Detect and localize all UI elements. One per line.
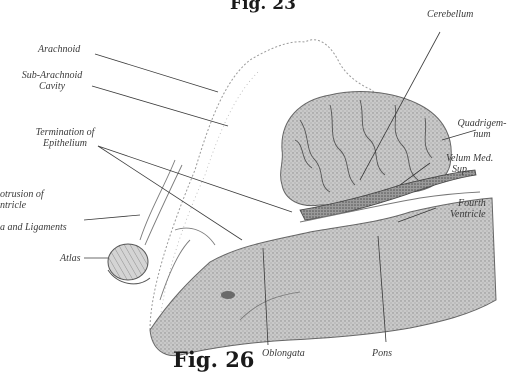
label-termination: Termination of Epithelium xyxy=(20,127,110,149)
label-termination-line1: Termination of xyxy=(20,127,110,138)
brainstem xyxy=(150,198,496,356)
label-sub-arachnoid-line2: Cavity xyxy=(7,81,97,92)
bottom-figure-caption: Fig. 26 xyxy=(173,347,254,372)
cerebellum-shape xyxy=(281,92,452,206)
label-velum: Velum Med. Sup. xyxy=(446,153,493,175)
label-cerebellum: Cerebellum xyxy=(427,9,473,20)
top-figure-caption: Fig. 23 xyxy=(230,0,296,14)
label-protrusion-line2: ntricle xyxy=(0,200,44,211)
label-quadrigeminum: Quadrigem- num xyxy=(452,118,512,140)
label-fourth-line2: Ventricle xyxy=(450,209,486,220)
label-atlas: Atlas xyxy=(60,253,81,264)
atlas-bone xyxy=(108,244,148,280)
label-termination-line2: Epithelium xyxy=(20,138,110,149)
label-fourth-ventricle: Fourth Ventricle xyxy=(450,198,486,220)
label-velum-line1: Velum Med. xyxy=(446,153,493,164)
label-velum-line2: Sup. xyxy=(446,164,493,175)
label-fourth-line1: Fourth xyxy=(450,198,486,209)
label-arachnoid: Arachnoid xyxy=(38,44,80,55)
label-protrusion: otrusion of ntricle xyxy=(0,189,44,211)
label-oblongata: Oblongata xyxy=(262,348,305,359)
oblongata-nucleus xyxy=(221,291,235,299)
label-sub-arachnoid: Sub-Arachnoid Cavity xyxy=(7,70,97,92)
label-pons: Pons xyxy=(372,348,392,359)
label-quadrigeminum-line1: Quadrigem- xyxy=(452,118,512,129)
label-protrusion-line1: otrusion of xyxy=(0,189,44,200)
label-quadrigeminum-line2: num xyxy=(452,129,512,140)
label-ligaments: a and Ligaments xyxy=(0,222,67,233)
label-sub-arachnoid-line1: Sub-Arachnoid xyxy=(7,70,97,81)
